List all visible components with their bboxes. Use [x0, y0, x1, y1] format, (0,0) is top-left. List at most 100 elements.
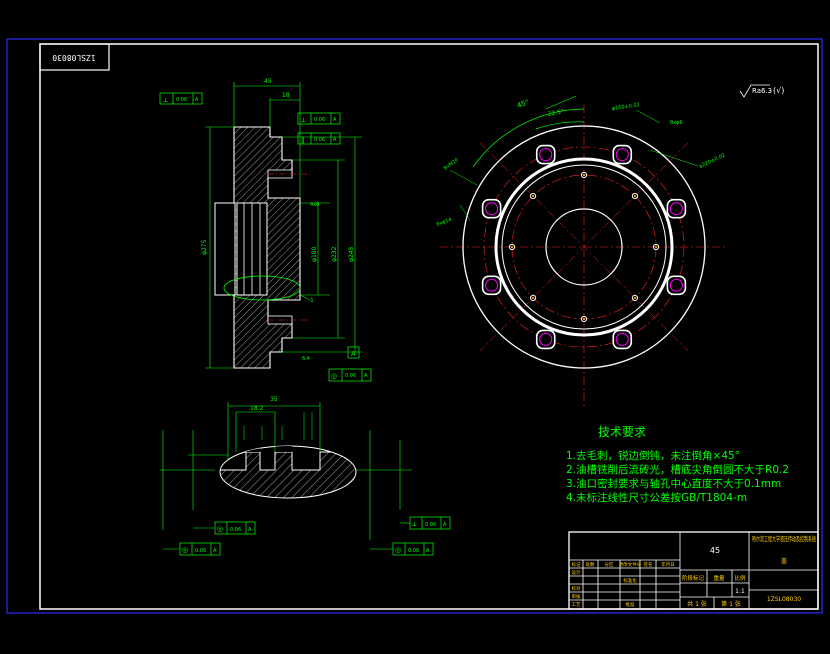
small-hole-center [583, 174, 585, 176]
small-hole [529, 294, 537, 302]
detail-dim-sub: 18.2 [250, 405, 264, 412]
svg-text:A: A [364, 373, 368, 379]
title-misc-sign: 签名 [644, 561, 653, 568]
svg-text:⟂: ⟂ [301, 116, 306, 124]
note-2: 2.油槽铣削后流砖光，槽底尖角倒圆不大于R0.2 [566, 463, 789, 476]
outer-frame [6, 38, 823, 614]
small-hole [580, 171, 588, 179]
surface-finish-bracket: (√) [773, 86, 784, 95]
title-row-process: 工艺 [572, 602, 581, 608]
drawing-no-box [39, 43, 110, 71]
detail-tolerance-4: ⟂ 0.06 A [409, 516, 451, 530]
bore-circle [545, 208, 623, 286]
dim-small-2: 6.4 [302, 356, 310, 362]
tolerance-frame-3: ‖ 0.06 A [297, 132, 341, 145]
step-circle [494, 157, 674, 337]
detail-tolerance-1: ◎ 0.06 A [179, 542, 221, 556]
datum-a-marker: A [347, 346, 360, 359]
svg-text:0.06: 0.06 [425, 522, 436, 528]
hole-label-6: 8xφ6 [670, 120, 683, 126]
svg-text:‖: ‖ [301, 136, 305, 144]
svg-text:⟂: ⟂ [412, 520, 417, 528]
section-view: 1 45 18 φ275 φ180 φ232 φ245 4x6 6 [159, 78, 372, 382]
detail-tolerance-2: ◎ 0.06 A [214, 521, 256, 535]
small-hole-center [583, 318, 585, 320]
dim-top-width: 45 [264, 78, 272, 85]
detail-dim-width: 35 [270, 396, 278, 403]
svg-text:◎: ◎ [182, 546, 188, 554]
svg-text:⟂: ⟂ [163, 96, 168, 104]
title-sheet-total: 共 1 张 [687, 600, 707, 608]
svg-text:◎: ◎ [217, 525, 223, 533]
detail-marker-label: 1 [310, 297, 314, 304]
title-misc-change: 更改文件号 [619, 561, 642, 568]
small-hole [631, 294, 639, 302]
title-misc-standard: 标准化 [623, 577, 637, 584]
svg-text:0.06: 0.06 [314, 137, 325, 143]
svg-text:◎: ◎ [331, 372, 337, 380]
title-drawing-no: 1ZSL08030 [767, 596, 801, 603]
svg-text:0.06: 0.06 [314, 117, 325, 123]
title-row-design: 设计 [572, 569, 581, 576]
svg-text:A: A [333, 137, 337, 143]
bolt-hole [669, 278, 683, 292]
bolt-circle [483, 146, 685, 348]
svg-text:A: A [443, 522, 447, 528]
hole-label-14: 6xφ14 [436, 217, 453, 228]
title-misc-count: 处数 [586, 561, 595, 568]
bolt-holes [481, 144, 687, 350]
small-hole-center [511, 246, 513, 248]
dim-top-small: 18 [282, 92, 290, 99]
svg-text:0.06: 0.06 [408, 548, 419, 554]
bolt-hole [485, 278, 499, 292]
small-hole-center [532, 195, 535, 198]
title-scale: 1:1 [735, 588, 745, 595]
outer-circle [462, 125, 706, 369]
svg-text:0.06: 0.06 [176, 97, 187, 103]
svg-text:0.06: 0.06 [345, 373, 356, 379]
title-org: 哈尔滨工程大学液压传动及控制系统 [752, 534, 816, 543]
title-material: 45 [710, 546, 720, 555]
svg-text:◎: ◎ [395, 546, 401, 554]
small-hole-center [633, 195, 636, 198]
note-1: 1.去毛刺，锐边倒钝，未注倒角×45° [566, 449, 740, 462]
tolerance-frame-1: ⟂ 0.06 A [159, 92, 203, 105]
note-4: 4.未标注线性尺寸公差按GB/T1804-m [566, 491, 747, 504]
small-hole [580, 315, 588, 323]
small-hole [652, 243, 660, 251]
dim-inner-1: φ180 [311, 246, 318, 262]
svg-text:A: A [351, 350, 356, 358]
small-hole [508, 243, 516, 251]
small-hole [529, 192, 537, 200]
bolt-hole [485, 202, 499, 216]
svg-text:A: A [426, 548, 430, 554]
angle-22-label: 22.5° [547, 108, 564, 118]
svg-text:A: A [195, 97, 199, 103]
small-hole-center [655, 246, 657, 248]
title-block [568, 531, 819, 610]
section-bore [214, 202, 236, 296]
small-hole-center [532, 296, 535, 299]
title-part-name: 盖 [781, 557, 787, 565]
title-misc-zone: 分区 [605, 561, 614, 568]
surface-finish-value: Ra6.3 [752, 87, 772, 95]
dim-outer-dia: φ275 [201, 239, 208, 255]
title-misc-approve: 批准 [626, 601, 635, 608]
small-hole-center [633, 296, 636, 299]
dim-small-1: 4x6 [310, 202, 319, 208]
mirrored-drawing-no: 1ZSL08030 [52, 53, 96, 62]
drawing-border [39, 43, 819, 610]
angle-45-label: 45° [516, 98, 530, 110]
title-col-weight: 重量 [713, 574, 725, 582]
plan-view: 45° 22.5° 8xM10 6xφ14 φ150±0.02 φ220±0.0… [436, 95, 728, 408]
small-hole [631, 192, 639, 200]
surface-finish-symbol: Ra6.3 (√) [739, 84, 784, 98]
bolt-hole [615, 148, 629, 162]
notes-title: 技术要求 [598, 425, 646, 439]
technical-notes: 技术要求 1.去毛刺，锐边倒钝，未注倒角×45° 2.油槽铣削后流砖光，槽底尖角… [566, 425, 789, 504]
title-col-scale: 比例 [734, 574, 746, 582]
bolt-hole [539, 148, 553, 162]
svg-text:0.06: 0.06 [195, 548, 206, 554]
svg-text:A: A [333, 117, 337, 123]
